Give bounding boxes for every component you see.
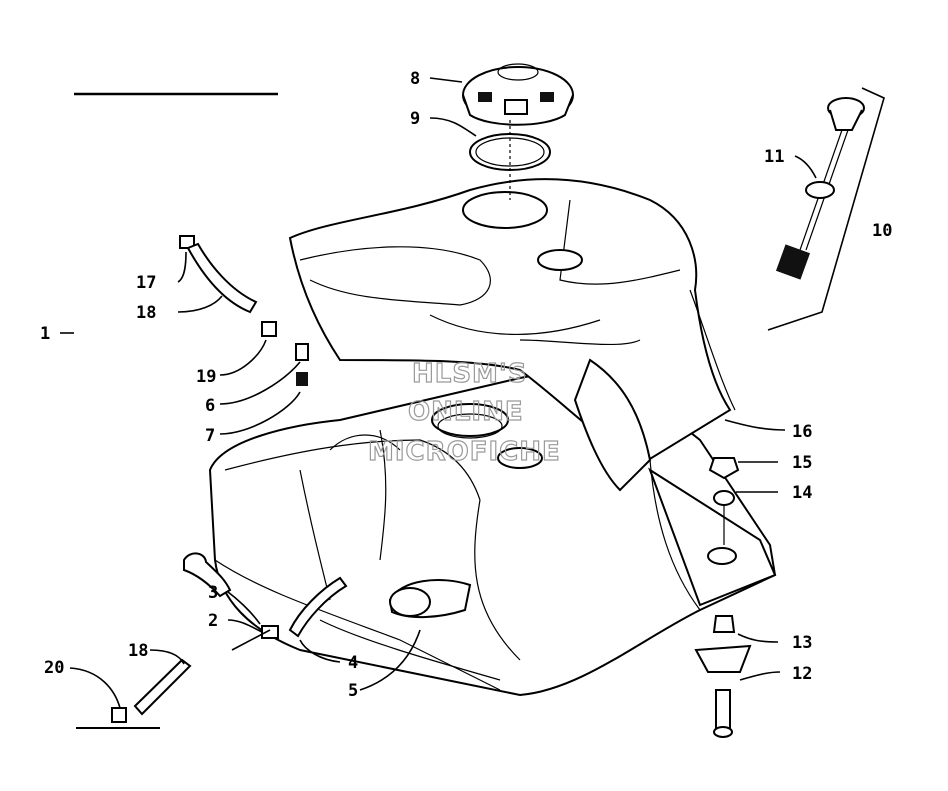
watermark: HLSM'S ONLINE MICROFICHE xyxy=(367,358,561,467)
callout-15: 15 xyxy=(792,453,812,473)
callout-10: 10 xyxy=(872,221,892,241)
callout-6: 6 xyxy=(205,396,215,416)
callout-18-lower: 18 xyxy=(128,641,148,661)
callout-14: 14 xyxy=(792,483,812,503)
callout-4: 4 xyxy=(348,653,358,673)
callout-19: 19 xyxy=(196,367,216,387)
watermark-line-1: HLSM'S xyxy=(412,359,528,389)
callout-18-upper: 18 xyxy=(136,303,156,323)
callout-20: 20 xyxy=(44,658,64,678)
callout-1: 1 xyxy=(40,324,50,344)
callout-2: 2 xyxy=(208,611,218,631)
fuel-gauge xyxy=(775,97,865,280)
callout-17: 17 xyxy=(136,273,156,293)
fuel-line-assembly xyxy=(111,552,348,723)
callout-3: 3 xyxy=(208,583,218,603)
hardware-stack xyxy=(694,457,752,738)
vent-hose-assembly xyxy=(179,235,309,386)
callout-labels: 1 2 3 4 5 6 7 8 9 10 11 12 13 14 15 16 1… xyxy=(40,69,892,701)
watermark-line-2: ONLINE xyxy=(408,397,524,427)
callout-12: 12 xyxy=(792,664,812,684)
fuel-valve xyxy=(388,579,472,619)
callout-9: 9 xyxy=(410,109,420,129)
callout-7: 7 xyxy=(205,426,215,446)
leader-lines xyxy=(60,77,817,709)
bracket-10 xyxy=(767,87,885,331)
callout-5: 5 xyxy=(348,681,358,701)
callout-13: 13 xyxy=(792,633,812,653)
callout-8: 8 xyxy=(410,69,420,89)
watermark-line-3: MICROFICHE xyxy=(368,437,561,467)
callout-11: 11 xyxy=(764,147,784,167)
tank-cover xyxy=(288,178,736,492)
gas-cap xyxy=(462,63,574,126)
callout-16: 16 xyxy=(792,422,812,442)
